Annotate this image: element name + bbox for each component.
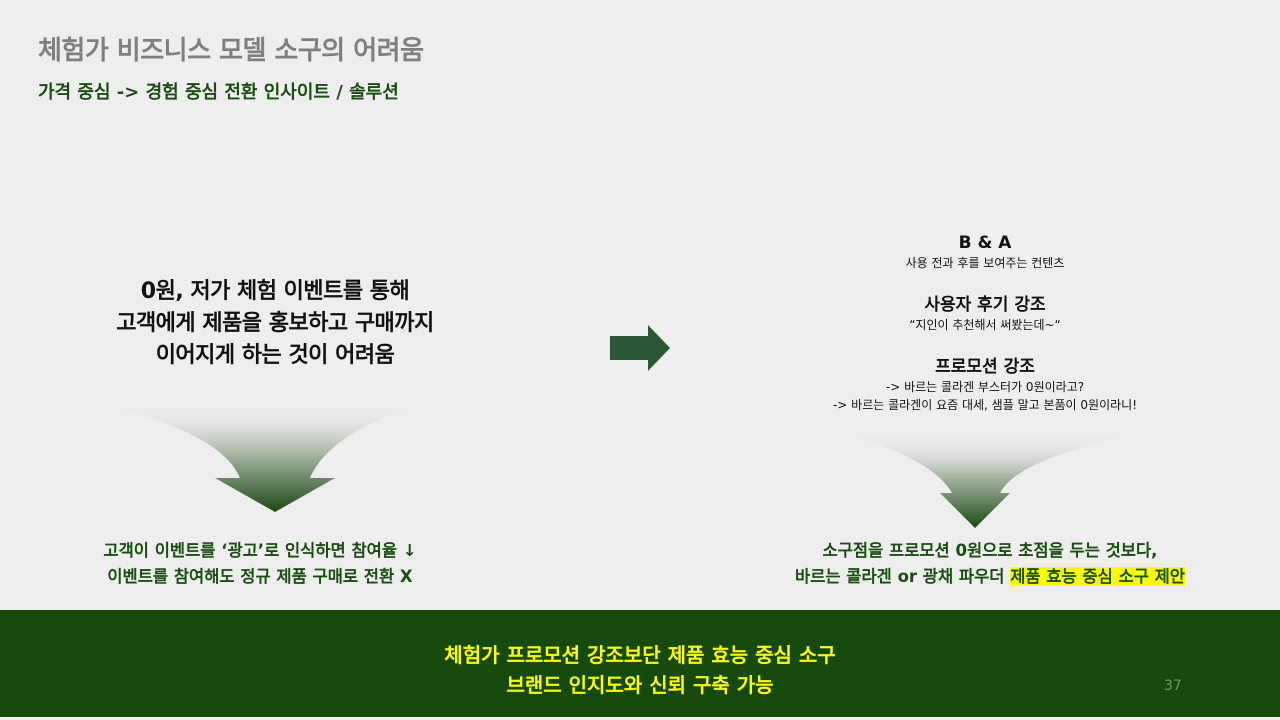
solution-detail: “지인이 추천해서 써봤는데~“	[909, 318, 1061, 332]
solution-list: B & A 사용 전과 후를 보여주는 컨텐츠 사용자 후기 강조 “지인이 추…	[790, 232, 1180, 414]
solution-result: 소구점을 프로모션 0원으로 초점을 두는 것보다, 바르는 콜라겐 or 광채…	[730, 538, 1250, 590]
problem-result: 고객이 이벤트를 ‘광고’로 인식하면 참여율 ↓ 이벤트를 참여해도 정규 제…	[40, 538, 480, 590]
page-number: 37	[1164, 678, 1182, 694]
problem-line: 고객에게 제품을 홍보하고 구매까지	[116, 311, 434, 336]
conclusion-line: 브랜드 인지도와 신뢰 구축 가능	[506, 673, 774, 697]
solution-heading: 사용자 후기 강조	[924, 295, 1046, 315]
result-line: 고객이 이벤트를 ‘광고’로 인식하면 참여율 ↓	[103, 541, 417, 560]
problem-line: 이어지게 하는 것이 어려움	[155, 343, 395, 368]
conclusion-text: 체험가 프로모션 강조보단 제품 효능 중심 소구 브랜드 인지도와 신뢰 구축…	[0, 640, 1280, 700]
solution-heading: B & A	[958, 233, 1012, 253]
problem-statement: 0원, 저가 체험 이벤트를 통해 고객에게 제품을 홍보하고 구매까지 이어지…	[60, 276, 490, 372]
solution-item: B & A 사용 전과 후를 보여주는 컨텐츠	[790, 232, 1180, 272]
highlighted-text: 제품 효능 중심 소구 제안	[1010, 567, 1185, 586]
result-line: 이벤트를 참여해도 정규 제품 구매로 전환 X	[107, 567, 413, 586]
conclusion-line: 체험가 프로모션 강조보단 제품 효능 중심 소구	[444, 643, 836, 667]
result-line: 바르는 콜라겐 or 광채 파우더 제품 효능 중심 소구 제안	[730, 564, 1250, 590]
right-arrow-icon	[610, 325, 670, 371]
page-title: 체험가 비즈니스 모델 소구의 어려움	[38, 36, 424, 66]
left-funnel-arrow	[85, 400, 435, 512]
conclusion-band	[0, 610, 1280, 717]
solution-detail: 사용 전과 후를 보여주는 컨텐츠	[905, 256, 1065, 270]
page-subtitle: 가격 중심 -> 경험 중심 전환 인사이트 / 솔루션	[38, 82, 399, 103]
result-line: 소구점을 프로모션 0원으로 초점을 두는 것보다,	[822, 541, 1158, 560]
right-funnel-arrow	[830, 430, 1160, 528]
solution-heading: 프로모션 강조	[935, 357, 1035, 377]
solution-item: 프로모션 강조 -> 바르는 콜라겐 부스터가 0원이라고? -> 바르는 콜라…	[790, 356, 1180, 414]
solution-item: 사용자 후기 강조 “지인이 추천해서 써봤는데~“	[790, 294, 1180, 334]
solution-detail: -> 바르는 콜라겐 부스터가 0원이라고?	[885, 380, 1085, 394]
problem-line: 0원, 저가 체험 이벤트를 통해	[140, 279, 410, 304]
solution-detail: -> 바르는 콜라겐이 요즘 대세, 샘플 말고 본품이 0원이라니!	[832, 398, 1138, 412]
result-text: 바르는 콜라겐 or 광채 파우더	[795, 567, 1011, 586]
